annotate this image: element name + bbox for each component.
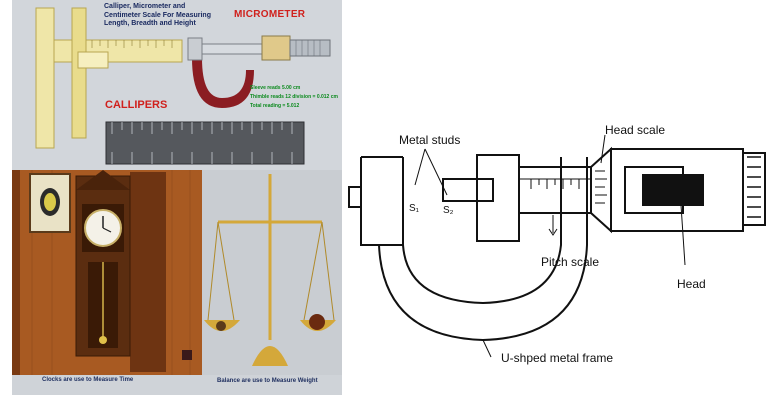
centimetre-scale — [105, 121, 305, 165]
spindle — [442, 178, 494, 202]
u-frame-inner — [402, 157, 562, 305]
reading-thimble: Thimble reads 12 division = 0.012 cm — [250, 94, 338, 100]
clock-caption: Clocks are use to Measure Time — [42, 377, 134, 383]
head-cap-ridges — [747, 156, 761, 218]
label-s1: S₁ — [409, 203, 420, 214]
label-s2: S₂ — [443, 205, 454, 216]
label-head: Head — [677, 277, 706, 291]
label-metal-studs: Metal studs — [399, 133, 461, 147]
reading-sleeve: Sleeve reads 5.00 cm — [250, 85, 301, 91]
balance-caption: Balance are use to Measure Weight — [217, 378, 318, 384]
instruments-artwork — [12, 0, 342, 375]
vernier-calliper — [35, 7, 183, 149]
callipers-label: CALLIPERS — [105, 99, 168, 111]
micrometer-label: MICROMETER — [234, 9, 306, 20]
head-knurl — [642, 174, 704, 206]
head-scale-marks — [595, 170, 607, 204]
label-head-scale: Head scale — [605, 123, 666, 137]
wall-clock — [29, 170, 131, 357]
frame-end-block — [476, 154, 520, 242]
head-cap — [742, 152, 766, 226]
anvil-stud — [348, 186, 362, 208]
pitch-scale-marks — [530, 179, 580, 189]
instruments-illustration: Calliper, Micrometer and Centimeter Scal… — [12, 0, 342, 395]
screw-gauge-diagram: Metal studs Head scale Pitch scale Head … — [343, 105, 780, 405]
illustration-title: Calliper, Micrometer and Centimeter Scal… — [104, 3, 211, 27]
u-frame — [360, 157, 588, 342]
beam-balance — [182, 170, 342, 375]
leader-lines — [414, 134, 686, 358]
micrometer-photo — [187, 35, 331, 108]
sleeve — [518, 166, 592, 214]
reading-total: Total reading = 5.012 — [250, 103, 300, 109]
screw-gauge-drawing — [348, 134, 766, 358]
label-frame: U-shped metal frame — [501, 351, 614, 365]
label-pitch-scale: Pitch scale — [541, 255, 600, 269]
